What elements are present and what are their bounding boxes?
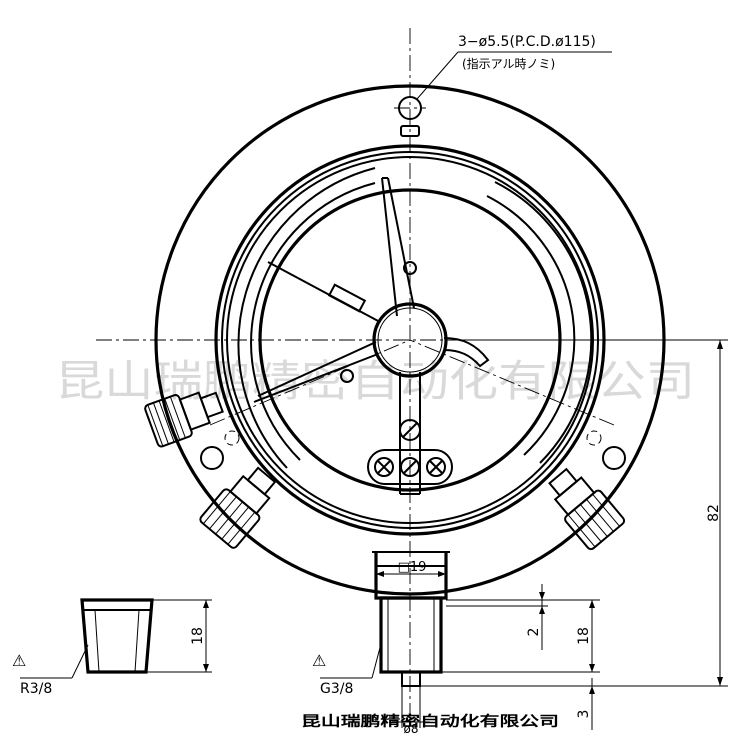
dim-18-right: 18 xyxy=(576,627,592,645)
dim-19: □19 xyxy=(398,560,427,575)
dim-2: 2 xyxy=(526,628,542,637)
dim-3: 3 xyxy=(576,710,592,719)
mounting-hole-right xyxy=(602,446,626,470)
thread-label-right: G3/8 xyxy=(320,681,353,697)
dim-18-left: 18 xyxy=(190,627,206,645)
footer-company: 昆山瑞鹏精密自动化有限公司 xyxy=(301,713,559,730)
thread-label-left: R3/8 xyxy=(20,681,52,697)
thread-connection-right xyxy=(379,596,443,687)
cable-gland-lower-left xyxy=(199,466,277,549)
warning-triangle-left: ⚠ xyxy=(12,651,26,670)
scale-arc-right xyxy=(486,195,576,456)
terminal-strip xyxy=(367,449,453,485)
tapered-fitting-left xyxy=(80,598,154,674)
dim-82: 82 xyxy=(706,504,722,522)
mounting-hole-left xyxy=(200,446,224,470)
center-hub xyxy=(372,302,448,378)
center-bracket xyxy=(399,372,421,495)
hole-spec-label: 3−ø5.5(P.C.D.ø115) xyxy=(458,34,596,50)
top-lug xyxy=(400,125,420,137)
cable-gland-upper-left xyxy=(144,391,224,448)
alarm-hand-upper xyxy=(381,177,417,317)
dim-8: ø8 xyxy=(404,722,419,736)
cable-gland-lower-right xyxy=(548,467,626,551)
scale-arc-left xyxy=(250,182,376,461)
warning-triangle-right: ⚠ xyxy=(312,651,326,670)
hole-note-label: (指示アル時ノミ) xyxy=(462,56,555,71)
pointer-needle xyxy=(267,261,381,323)
alarm-hand-lower xyxy=(253,341,379,403)
